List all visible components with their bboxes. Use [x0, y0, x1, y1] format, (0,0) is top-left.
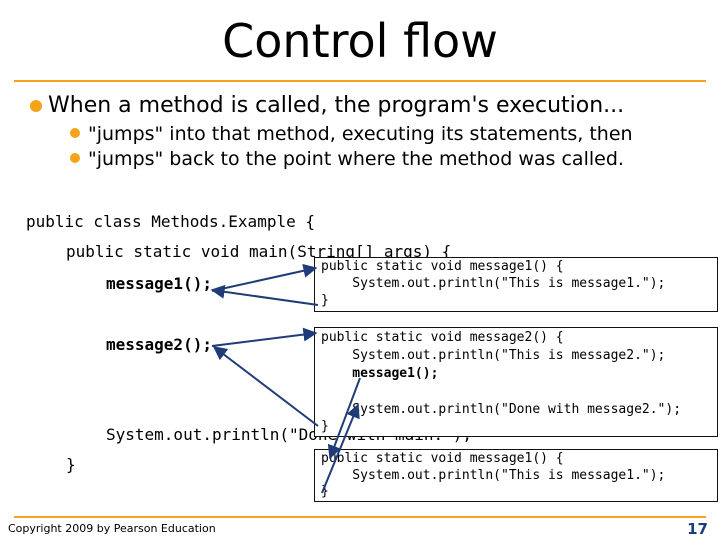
popup-message2: public static void message2() { System.o…: [314, 327, 718, 437]
footer-divider: [14, 516, 706, 518]
arrow-call-nested-message1: [327, 377, 361, 460]
bullet-sub-jump-back: "jumps" back to the point where the meth…: [88, 148, 624, 170]
popup-line: }: [321, 484, 329, 499]
code-close-main-brace: }: [66, 455, 76, 474]
popup-line: public static void message1() {: [321, 451, 564, 466]
popup-line: System.out.println("This is message1.");: [321, 468, 666, 483]
code-main-declaration: public static void main(String[] args) {: [66, 242, 452, 261]
code-call-message1: message1();: [106, 274, 212, 293]
bullet-dot-icon: [30, 100, 42, 112]
slide-title: Control flow: [222, 14, 498, 68]
popup-line: public static void message1() {: [321, 259, 564, 274]
popup-message1-second: public static void message1() { System.o…: [314, 449, 718, 502]
arrow-return-message1: [210, 284, 319, 306]
popup-line-call-message1: message1();: [321, 366, 439, 381]
bullet-dot-icon: [70, 153, 80, 163]
code-class-declaration: public class Methods.Example {: [26, 212, 315, 231]
arrow-call-message2: [211, 327, 318, 347]
bullet-sub-jump-in: "jumps" into that method, executing its …: [88, 123, 633, 145]
bullet-main: When a method is called, the program's e…: [48, 93, 625, 118]
copyright-footer: Copyright 2009 by Pearson Education: [8, 522, 216, 535]
bullet-dot-icon: [70, 128, 80, 138]
popup-message1-first: public static void message1() { System.o…: [314, 257, 718, 312]
arrow-call-message1: [211, 263, 318, 292]
arrow-return-nested-message1: [321, 403, 360, 494]
code-call-message2: message2();: [106, 335, 212, 354]
popup-line: public static void message2() {: [321, 330, 564, 345]
popup-line: System.out.println("This is message2.");: [321, 348, 666, 363]
popup-line: }: [321, 419, 329, 434]
arrow-return-message2: [212, 346, 319, 427]
title-divider: [14, 80, 706, 82]
popup-line: System.out.println("Done with message2."…: [321, 402, 682, 417]
popup-line: }: [321, 293, 329, 308]
popup-line: System.out.println("This is message1.");: [321, 276, 666, 291]
page-number: 17: [687, 520, 708, 538]
